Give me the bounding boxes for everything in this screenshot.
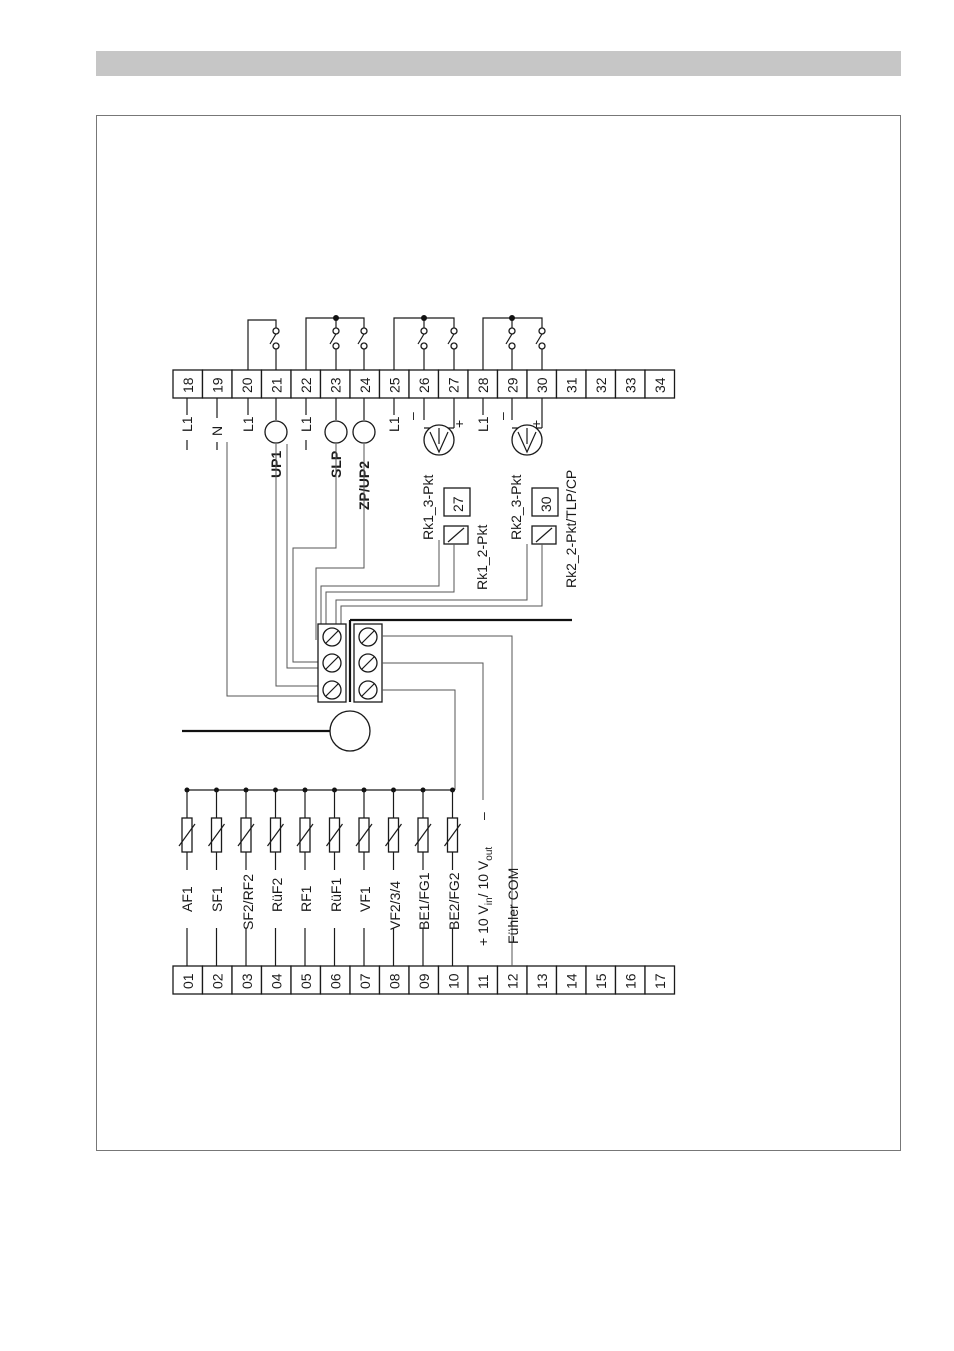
label-t11-c: / 10 V [475, 860, 491, 897]
terminal-bottom-number: 07 [357, 973, 373, 989]
label-t20: L1 [240, 416, 256, 432]
terminal-top-number: 31 [563, 377, 579, 393]
terminal-strip-bottom: 01 02 03 04 05 06 07 08 09 10 11 12 13 14 15 16 17 [173, 966, 675, 994]
rk2-minus: – [494, 412, 510, 420]
label-t25: L1 [386, 416, 402, 432]
terminal-bottom-number: 02 [209, 973, 225, 989]
label-t11-minus: – [475, 812, 491, 820]
label-t11-b: in [484, 897, 495, 905]
label-rk1-2pkt: Rk1_2-Pkt [474, 525, 490, 590]
label-t08: VF2/3/4 [387, 881, 403, 930]
terminal-top-number: 33 [622, 377, 638, 393]
label-t02: SF1 [209, 886, 225, 912]
terminal-top-number: 27 [445, 377, 461, 393]
pump-slp-icon [325, 421, 347, 443]
terminal-bottom-number: 12 [504, 973, 520, 989]
terminal-top-number: 20 [239, 377, 255, 393]
label-t22: L1 [298, 416, 314, 432]
terminal-top-number: 21 [268, 377, 284, 393]
rk1-plus: + [451, 420, 467, 428]
terminal-top-number: 29 [504, 377, 520, 393]
label-t11-d: out [484, 847, 495, 861]
junction-block [182, 624, 512, 966]
terminal-top-number: 30 [534, 377, 550, 393]
terminal-top-number: 25 [386, 377, 402, 393]
rk1-minus: – [404, 412, 420, 420]
label-t03: SF2/RF2 [240, 874, 256, 930]
terminal-top-number: 26 [416, 377, 432, 393]
terminal-bottom-number: 13 [534, 973, 550, 989]
label-t11-a: + 10 V [475, 904, 491, 946]
label-t04: RüF2 [269, 878, 285, 912]
switch-contacts [248, 315, 545, 370]
terminal-bottom-number: 09 [416, 973, 432, 989]
terminal-bottom-number: 03 [239, 973, 255, 989]
terminal-top-number: 19 [209, 377, 225, 393]
label-t06: RüF1 [328, 878, 344, 912]
terminal-bottom-number: 16 [622, 973, 638, 989]
pump-up1-icon [265, 421, 287, 443]
label-relay-27: 27 [450, 496, 466, 512]
terminal-bottom-number: 04 [268, 973, 284, 989]
terminal-bottom-number: 06 [327, 973, 343, 989]
label-t05: RF1 [298, 885, 314, 912]
label-rk2-2pkt: Rk2_2-Pkt/TLP/CP [563, 470, 579, 588]
label-t10: BE2/FG2 [446, 872, 462, 930]
label-rk2-3pkt: Rk2_3-Pkt [508, 475, 524, 540]
terminal-bottom-number: 15 [593, 973, 609, 989]
actuator-rk2: – + Rk2_3-Pkt 30 Rk2_2-Pkt/TLP/CP [494, 398, 579, 588]
terminal-bottom-number: 08 [386, 973, 402, 989]
bottom-labels: AF1 SF1 SF2/RF2 RüF2 RF1 RüF1 VF1 VF2/3/… [179, 812, 521, 946]
label-rk1-3pkt: Rk1_3-Pkt [420, 475, 436, 540]
terminal-top-number: 28 [475, 377, 491, 393]
label-t12: Fühler COM [505, 868, 521, 944]
cable-gland-icon [330, 711, 370, 751]
label-t07: VF1 [357, 886, 373, 912]
terminal-bottom-number: 17 [652, 973, 668, 989]
label-t28: L1 [475, 416, 491, 432]
terminal-bottom-number: 10 [445, 973, 461, 989]
pump-zp-up2-icon [353, 421, 375, 443]
label-t09: BE1/FG1 [416, 872, 432, 930]
terminal-bottom-number: 11 [475, 974, 491, 989]
label-t01: AF1 [179, 886, 195, 912]
terminal-top-number: 23 [327, 377, 343, 393]
label-t11: + 10 Vin/ 10 Vout [475, 847, 495, 946]
terminal-bottom-number: 14 [563, 973, 579, 989]
label-t18: L1 [179, 416, 195, 432]
label-t19: N [209, 426, 225, 436]
label-relay-30: 30 [538, 496, 554, 512]
terminal-bottom-number: 01 [180, 973, 196, 989]
terminal-top-number: 22 [298, 377, 314, 393]
terminal-top-number: 34 [652, 377, 668, 393]
terminal-strip-top: 18 19 20 21 22 23 24 25 26 27 28 29 30 31 32 33 34 [173, 370, 675, 398]
terminal-top-number: 32 [593, 377, 609, 393]
terminal-bottom-number: 05 [298, 973, 314, 989]
terminal-top-number: 18 [180, 377, 196, 393]
terminal-top-number: 24 [357, 377, 373, 393]
rk2-plus: + [528, 420, 544, 428]
